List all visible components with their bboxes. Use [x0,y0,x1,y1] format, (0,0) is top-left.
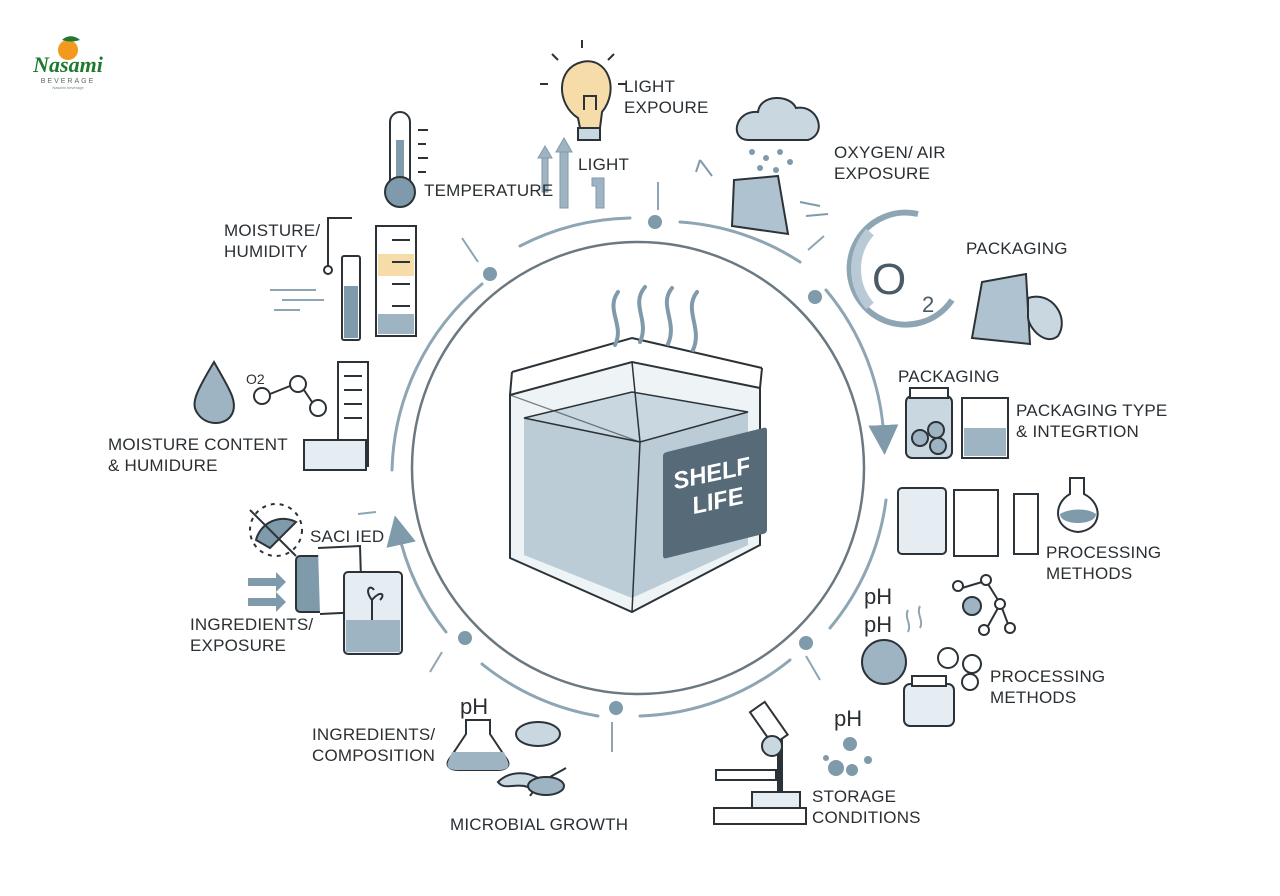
label-light-exposure-line-2: EXPOURE [624,98,709,117]
light-bulb-icon [540,40,626,141]
label-moisture-content-line-2: & HUMIDURE [108,456,218,475]
hygrometer-icon [303,361,369,471]
label-sacited: SACI IED [310,527,385,546]
ph-label-3: pH [460,694,489,719]
ph-label-2: pH [864,612,893,637]
label-processing-methods-1: PROCESSING METHODS [1046,542,1161,584]
label-processing-methods-2-line-2: METHODS [990,688,1077,707]
label-ingredients-composition: INGREDIENTS/ COMPOSITION [312,724,435,766]
orange-fruit-icon [58,36,80,60]
brand-subtitle: BEVERAGE [40,78,96,85]
outer-cycle-ring [386,216,899,718]
label-moisture-humidity-line-2: HUMIDITY [224,242,308,261]
label-light: LIGHT [578,155,630,174]
label-packaging-top: PACKAGING [966,239,1068,258]
molecule-icon [253,375,327,417]
light-arrows-icon [537,136,605,209]
label-ingredients-composition-line-1: INGREDIENTS/ [312,725,436,744]
packaging-jars-icon [897,387,1099,557]
brand-logo: Nasami BEVERAGE Nasami beverage [20,34,116,90]
label-microbial-growth: MICROBIAL GROWTH [450,815,629,834]
label-oxygen-air-line-2: EXPOSURE [834,164,931,183]
label-processing-methods-1-line-1: PROCESSING [1046,543,1162,562]
label-ingredients-exposure-line-1: INGREDIENTS/ [190,615,314,634]
label-ingredients-composition-line-2: COMPOSITION [312,746,436,765]
graduated-cylinder-icon [270,217,417,341]
bacteria-icon [496,721,567,797]
label-packaging-mid: PACKAGING [898,367,1000,386]
label-temperature: TEMPERATURE [424,181,554,200]
label-packaging-type-line-2: & INTEGRTION [1016,422,1139,441]
ingredient-jars-icon [248,544,403,655]
label-processing-methods-2-line-1: PROCESSING [990,667,1106,686]
label-packaging-type-line-1: PACKAGING TYPE [1016,401,1168,420]
brand-tagline: Nasami beverage [52,85,84,90]
label-light-exposure-line-1: LIGHT [624,77,676,96]
label-moisture-humidity: MOISTURE/ HUMIDITY [224,220,320,262]
label-processing-methods-1-line-2: METHODS [1046,564,1133,583]
ph-label-1: pH [864,584,893,609]
o2-small-label: O2 [246,371,265,387]
label-oxygen-air: OXYGEN/ AIR EXPOSURE [834,142,946,184]
thermometer-icon [384,111,428,208]
label-moisture-humidity-line-1: MOISTURE/ [224,221,321,240]
o2-symbol: O [872,255,906,304]
label-storage-conditions-line-1: STORAGE [812,787,897,806]
label-light-exposure: LIGHT EXPOURE [624,76,709,118]
label-oxygen-air-line-1: OXYGEN/ AIR [834,143,946,162]
microscope-icon [713,700,807,825]
inner-ring [410,240,866,696]
water-drop-icon [193,360,235,424]
oxygen-ring-icon [846,209,955,328]
spores-icon [823,737,872,776]
label-ingredients-exposure: INGREDIENTS/ EXPOSURE [190,614,313,656]
label-moisture-content-line-1: MOISTURE CONTENT [108,435,288,454]
label-packaging-type: PACKAGING TYPE & INTEGRTION [1016,400,1167,442]
petri-dish-icon [861,605,982,727]
cloud-rain-icon [695,97,829,236]
ph-label-4: pH [834,706,863,731]
flask-icon [446,719,510,771]
molecule-chain-icon [952,574,1016,636]
ring-nodes [458,215,822,715]
label-ingredients-exposure-line-2: EXPOSURE [190,636,287,655]
o2-subscript: 2 [922,292,934,317]
shade-icon [249,503,303,557]
packaging-bag-icon [970,272,1063,346]
label-moisture-content: MOISTURE CONTENT & HUMIDURE [108,434,288,476]
label-storage-conditions: STORAGE CONDITIONS [812,786,921,828]
label-processing-methods-2: PROCESSING METHODS [990,666,1105,708]
label-storage-conditions-line-2: CONDITIONS [812,808,921,827]
